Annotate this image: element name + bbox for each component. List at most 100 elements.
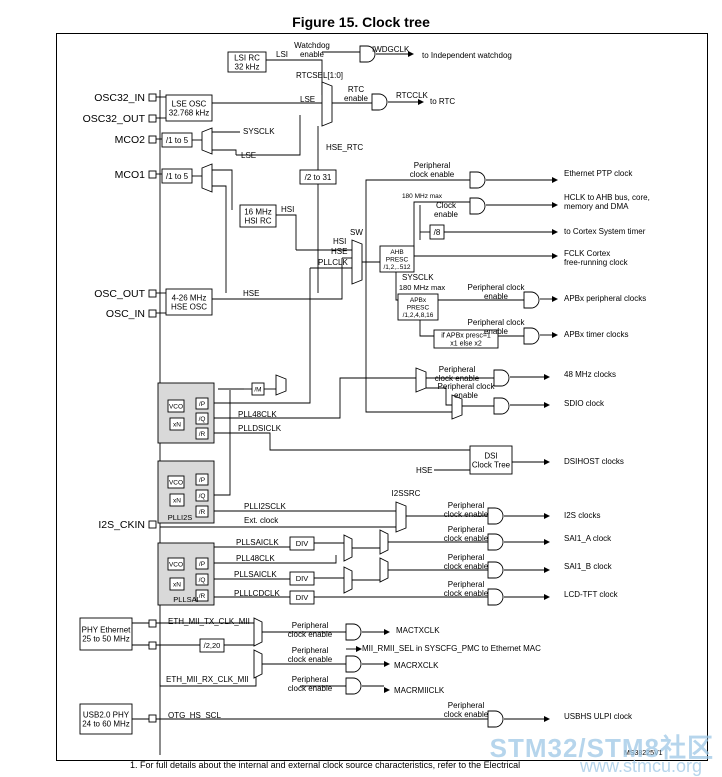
div-2-31-block [299, 169, 337, 185]
clk48-gate [493, 369, 510, 387]
wire [413, 201, 470, 256]
eth-rx-label: ETH_MII_RX_CLK_MII [166, 675, 249, 684]
sdio-gate [493, 397, 510, 415]
usb-dest: USBHS ULPI clock [564, 712, 633, 721]
ptp-dest: Ethernet PTP clock [564, 169, 633, 178]
lcd-dest: LCD-TFT clock [564, 590, 619, 599]
apb-timer-enable: enable [484, 327, 509, 336]
lse-osc-block-label: LSE OSC [172, 99, 207, 108]
macrmiiclk-label: MACRMIICLK [394, 686, 445, 695]
mactx-gate [345, 623, 362, 641]
div-sai-b [289, 571, 315, 586]
arrowhead [384, 661, 390, 667]
mactx-enable: Peripheral [292, 621, 329, 630]
texts: OSC32_INOSC32_OUTMCO2MCO1OSC_OUTOSC_INI2… [82, 41, 650, 728]
diagram-frame [56, 33, 708, 761]
pll-p [195, 397, 209, 410]
arrowhead [552, 177, 558, 183]
apb-enable: enable [484, 292, 509, 301]
plli2s-r [195, 505, 209, 518]
sai-a-mux-2 [379, 529, 389, 555]
pll-vco [167, 399, 185, 413]
mco1-pin [148, 170, 157, 179]
eth-tx-label: ETH_MII_TX_CLK_MII [168, 617, 250, 626]
lcd-enable: Peripheral [448, 580, 485, 589]
lse-label: LSE [300, 95, 315, 104]
pll-xn-label: xN [173, 421, 181, 428]
lcd-gate [487, 588, 504, 606]
hse-label: HSE [243, 289, 259, 298]
pllsai-q [195, 573, 209, 586]
hsi-rc-block [239, 204, 277, 228]
iwdgclk-label: IWDGCLK [372, 45, 410, 54]
i2s-ckin-pin-label: I2S_CKIN [98, 519, 145, 531]
sai-b-dest: SAI1_B clock [564, 562, 613, 571]
watermark: STM32/STM8社区 [489, 733, 714, 763]
arrowhead [544, 567, 550, 573]
sai-b-gate [487, 561, 504, 579]
mco2-pin [148, 135, 157, 144]
plli2s-q [195, 489, 209, 502]
hse-osc-block-label: HSE OSC [171, 302, 207, 311]
eth-tx-pin [148, 619, 157, 628]
ptp-enable: clock enable [410, 170, 455, 179]
arrowhead [418, 99, 424, 105]
macrmii-enable: Peripheral [292, 675, 329, 684]
osc-out-pin [148, 289, 157, 298]
sai-b-mux-2 [379, 557, 389, 583]
iwdg-dest-label: to Independent watchdog [422, 51, 512, 60]
iwdg-enable-label: enable [300, 50, 325, 59]
pll-r [195, 427, 209, 440]
i2s-mux [395, 501, 407, 533]
hse-osc-block [165, 288, 213, 316]
arrowhead [544, 374, 550, 380]
lse-osc-block [165, 94, 213, 122]
mco2-pin-label: MCO2 [115, 134, 145, 146]
osc-out-pin-label: OSC_OUT [94, 288, 145, 300]
hclk-enable: enable [434, 210, 459, 219]
rtc-enable-label: enable [344, 94, 369, 103]
wire [212, 149, 237, 155]
hclk-dest: HCLK to AHB bus, core, [564, 193, 650, 202]
pll48clk2-label: PLL48CLK [236, 554, 275, 563]
osc32-out-pin [148, 114, 157, 123]
otg-label: OTG_HS_SCL [168, 711, 221, 720]
rtcclk-label: RTCCLK [396, 91, 429, 100]
usb-enable: clock enable [444, 710, 489, 719]
i2s-ckin-pin [148, 520, 157, 529]
pllsai-vco-label: VCO [169, 561, 183, 568]
apbx-presc-block-label: APBx [410, 297, 427, 304]
apb-enable: Peripheral clock [468, 283, 526, 292]
apb-timer-block-label: if APBx presc=1 [441, 332, 491, 339]
arrowhead [544, 459, 550, 465]
div8-block [429, 224, 445, 240]
plli2s-p [195, 473, 209, 486]
shapes [79, 45, 558, 735]
i2s-enable: Peripheral [448, 501, 485, 510]
lcd-enable: clock enable [444, 589, 489, 598]
phy-ethernet-block-label: PHY Ethernet [82, 625, 132, 634]
i2s-dest: I2S clocks [564, 511, 600, 520]
i2s-enable: clock enable [444, 510, 489, 519]
arrowhead [544, 716, 550, 722]
plli2s-r-label: /R [199, 509, 206, 516]
rtc-enable-label: RTC [348, 85, 365, 94]
eth-rx-pin [148, 641, 157, 650]
pllsai-label: PLLSAI [173, 595, 198, 604]
hsi-rc-block-label: HSI RC [244, 216, 271, 225]
doc-id: MS38225V1 [624, 750, 663, 757]
usb-phy-block-label: USB2.0 PHY [83, 710, 130, 719]
wire [276, 214, 297, 250]
arrowhead [552, 332, 558, 338]
pll48clk-label: PLL48CLK [238, 410, 277, 419]
macrmii-gate [345, 677, 362, 695]
apb-timer-dest: APBx timer clocks [564, 330, 628, 339]
sai-b-mux-1 [343, 566, 353, 594]
mco1-div-block-label: /1 to 5 [166, 172, 189, 181]
fclk-dest: FCLK Cortex [564, 249, 610, 258]
rtc-dest-label: to RTC [430, 97, 455, 106]
mco2-div-block-label: /1 to 5 [166, 136, 189, 145]
macrx-enable: Peripheral [292, 646, 329, 655]
wire [395, 272, 398, 301]
